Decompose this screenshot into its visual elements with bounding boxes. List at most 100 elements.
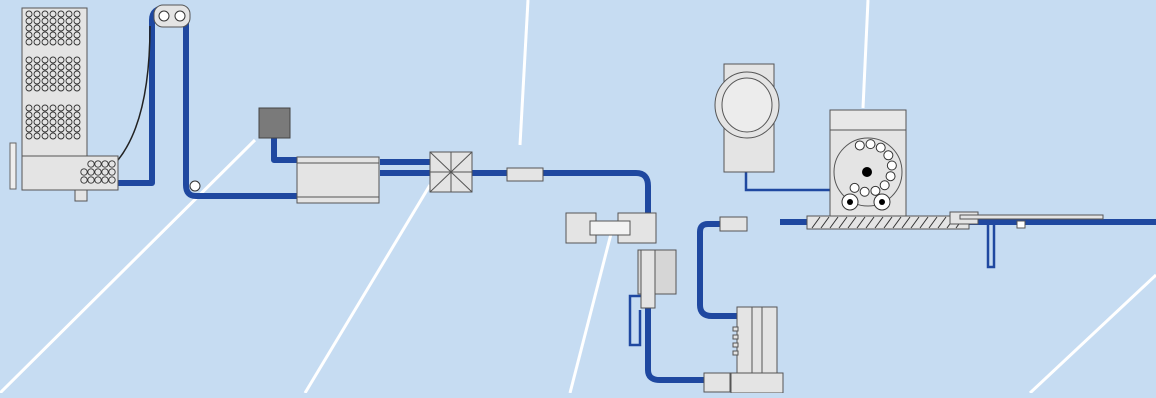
rack-hole xyxy=(49,24,57,32)
rack-hole xyxy=(41,10,49,18)
rack-hole xyxy=(33,111,41,119)
rack-hole xyxy=(49,125,57,133)
carousel-position xyxy=(870,185,881,196)
carousel-position xyxy=(875,142,886,153)
rack-hole xyxy=(25,56,33,64)
pipe-loop xyxy=(697,221,738,319)
ring-rack-hole xyxy=(94,160,102,168)
conveyor-hatch-line xyxy=(811,216,821,229)
pulley-wheel-right xyxy=(174,10,186,22)
divider-line-1 xyxy=(0,138,257,395)
rack-hole xyxy=(49,77,57,85)
carousel-position xyxy=(854,140,865,151)
conveyor-hatch-line xyxy=(874,216,884,229)
conveyor-hatch-line xyxy=(820,216,830,229)
rack-hole xyxy=(57,118,65,126)
conveyor-hatch-line xyxy=(892,216,902,229)
conveyor-hatch-line xyxy=(928,216,938,229)
pipe-sensor-loop xyxy=(628,294,642,347)
rack-hole xyxy=(57,104,65,112)
heater-block xyxy=(296,156,380,204)
ring-rack-hole xyxy=(101,168,109,176)
rack-hole xyxy=(65,24,73,32)
cross-valve xyxy=(429,151,473,193)
rack-hole xyxy=(57,84,65,92)
rack-hole xyxy=(65,77,73,85)
signal-cable xyxy=(117,25,151,161)
rack-hole xyxy=(73,31,81,39)
screw-conveyor xyxy=(806,211,1104,230)
rack-hole xyxy=(65,111,73,119)
pulley-wheel-bottom xyxy=(189,180,201,192)
rack-hole xyxy=(33,118,41,126)
rack-hole xyxy=(73,70,81,78)
rack-hole xyxy=(73,125,81,133)
vacuum-pump-top xyxy=(258,107,291,139)
manifold-port xyxy=(732,342,739,348)
ring-rack-hole xyxy=(94,176,102,184)
rack-hole xyxy=(25,118,33,126)
rack-hole xyxy=(73,111,81,119)
rack-hole xyxy=(49,38,57,46)
rack-hole xyxy=(25,125,33,133)
rack-hole xyxy=(49,104,57,112)
carousel-center xyxy=(862,167,872,177)
sample-holder-right xyxy=(873,193,891,211)
ring-rack-hole xyxy=(101,176,109,184)
rack-hole xyxy=(49,56,57,64)
divider-line-6 xyxy=(1028,273,1156,395)
rack-hole xyxy=(73,38,81,46)
rack-hole xyxy=(25,63,33,71)
rack-hole xyxy=(57,125,65,133)
chamber-stem xyxy=(640,249,656,309)
rack-hole xyxy=(57,31,65,39)
rack-hole xyxy=(73,132,81,140)
rack-hole xyxy=(25,31,33,39)
rack-hole xyxy=(25,38,33,46)
rack-hole xyxy=(73,10,81,18)
rack-foot xyxy=(74,189,88,202)
rack-hole xyxy=(33,70,41,78)
manifold-port xyxy=(732,326,739,332)
rack-holes xyxy=(25,10,81,140)
ring-rack-hole xyxy=(87,176,95,184)
conveyor-hatch-line xyxy=(847,216,857,229)
rack-hole xyxy=(41,17,49,25)
manifold-base xyxy=(730,372,784,394)
carousel-position xyxy=(859,186,870,197)
rack-hole xyxy=(33,63,41,71)
rack-hole xyxy=(65,84,73,92)
rack-hole xyxy=(73,63,81,71)
carousel-positions xyxy=(849,139,897,197)
rack-hole xyxy=(49,10,57,18)
conveyor-hatch-line xyxy=(838,216,848,229)
rack-hole xyxy=(41,24,49,32)
conveyor-hatch-line xyxy=(937,216,947,229)
divider-line-4 xyxy=(568,229,614,394)
conveyor-hatch-line xyxy=(856,216,866,229)
rack-hole xyxy=(57,38,65,46)
rack-hole xyxy=(57,77,65,85)
outlet-connector xyxy=(1016,220,1026,229)
outlet-rail xyxy=(959,214,1104,220)
divider-line-3 xyxy=(518,0,530,146)
rack-hole xyxy=(65,56,73,64)
rack-hole xyxy=(33,10,41,18)
conveyor-hatch-line xyxy=(829,216,839,229)
rack-hole xyxy=(49,84,57,92)
rack-hole xyxy=(25,132,33,140)
inline-filter xyxy=(506,167,544,182)
conveyor-hatch-line xyxy=(883,216,893,229)
rack-hole xyxy=(49,17,57,25)
rack-hole xyxy=(33,17,41,25)
rack-hole xyxy=(41,111,49,119)
rack-hole xyxy=(57,24,65,32)
rack-hole xyxy=(57,10,65,18)
ring-rack-hole xyxy=(80,176,88,184)
sensor-probe xyxy=(589,220,631,236)
rack-hole xyxy=(41,77,49,85)
rack-hole xyxy=(57,56,65,64)
rack-hole xyxy=(49,111,57,119)
